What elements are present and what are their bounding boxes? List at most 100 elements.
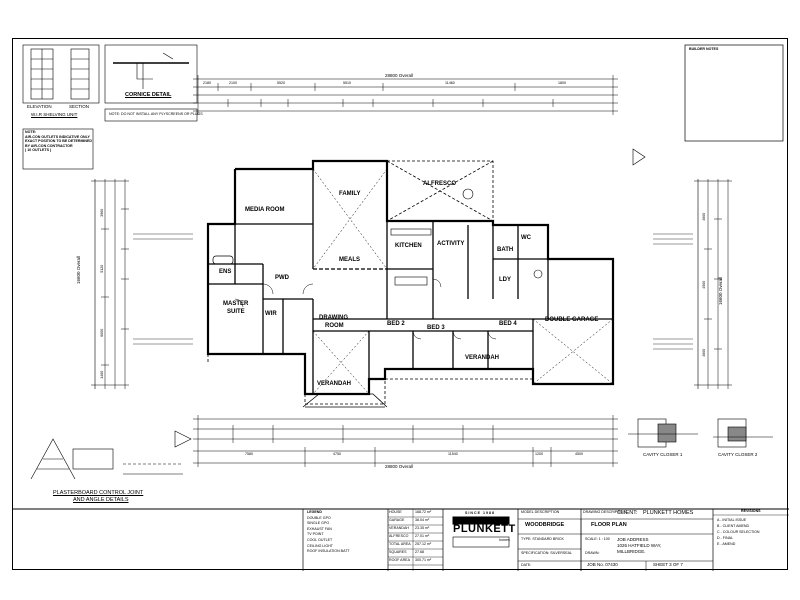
revision-item: A - INITIAL ISSUE xyxy=(717,518,747,522)
type-label: TYPE: STANDARD BRICK xyxy=(521,537,564,541)
room-bath: BATH xyxy=(497,247,514,253)
room-ensuite: ENS xyxy=(219,269,232,275)
area-value: 38.04 m² xyxy=(415,518,430,522)
revision-item: C - COLOUR SELECTION xyxy=(717,530,760,534)
job-address-line-2: MILLBRIDGE. xyxy=(617,549,646,554)
legend: LEGEND DOUBLE GPO SINGLE GPO EXHAUST FAN… xyxy=(307,510,385,554)
model-header: MODEL DESCRIPTION xyxy=(521,510,560,514)
job-address-label: JOB ADDRESS xyxy=(617,537,649,542)
room-bed-4: BED 4 xyxy=(499,321,517,327)
area-label: ROOF AREA xyxy=(389,558,410,562)
cornice-note: NOTE: DO NOT INSTALL ANY PLYSCREENS OR P… xyxy=(109,112,203,116)
right-dimension: 4600 xyxy=(702,348,707,357)
builder-notes-title: BUILDER NOTES xyxy=(689,47,719,51)
revision-item: B - CLIENT AMEND xyxy=(717,524,750,528)
cornice-detail-title: CORNICE DETAIL xyxy=(125,92,172,98)
room-family: FAMILY xyxy=(339,191,361,197)
aircon-note: NOTE: AIR-CON OUTLETS INDICATIVE ONLY EX… xyxy=(25,130,93,153)
date-label: DATE: xyxy=(521,563,532,567)
area-value: 23.35 m² xyxy=(415,526,430,530)
brand-logo-text: PLUNKETT xyxy=(453,523,516,535)
revision-item: D - FINAL xyxy=(717,536,733,540)
legend-item: TV POINT xyxy=(307,532,324,537)
section-label: SECTION xyxy=(69,104,90,109)
top-dimension: 5520 xyxy=(277,81,285,85)
room-double-garage: DOUBLE GARAGE xyxy=(545,317,599,323)
legend-item: SINGLE GPO xyxy=(307,521,330,526)
legend-item: ROOF INSULATION BATT xyxy=(307,549,350,554)
left-dimension: 6000 xyxy=(100,328,105,337)
aircon-note-line: BY AIR-CON CONTRACTOR xyxy=(25,143,73,148)
bottom-dimension: 11540 xyxy=(448,452,458,456)
brand-subtext: homes xyxy=(499,538,510,542)
room-master-suite: MASTER xyxy=(223,301,249,307)
room-master-suite-2: SUITE xyxy=(227,309,245,315)
left-overall-dimension: 16600 Overall xyxy=(76,255,81,284)
top-dimension: 2100 xyxy=(229,81,237,85)
room-powder: PWD xyxy=(275,275,289,281)
legend-item: DOUBLE GPO xyxy=(307,515,331,520)
client-name: PLUNKETT HOMES xyxy=(643,510,694,516)
aircon-note-line: ( 10 OUTLETS ) xyxy=(25,148,52,153)
right-dimension: 4600 xyxy=(702,212,707,221)
room-media-room: MEDIA ROOM xyxy=(245,207,285,213)
wir-shelving-title: W.I.R SHELVING UNIT xyxy=(31,112,78,117)
job-number: JOB No. 07430 xyxy=(587,562,618,567)
job-address-line-1: 1026 HATFIELD WAY, xyxy=(617,543,662,548)
left-dimension: 3960 xyxy=(100,208,105,217)
room-bed-3: BED 3 xyxy=(427,325,445,331)
area-value: 257.12 m² xyxy=(415,542,432,546)
room-wir: WIR xyxy=(265,311,277,317)
revisions-title: REVISIONS xyxy=(741,509,761,513)
control-joint-title: PLASTERBOARD CONTROL JOINT xyxy=(53,490,144,496)
drawing-name: FLOOR PLAN xyxy=(591,522,627,528)
room-drawing: DRAWING xyxy=(319,315,348,321)
revision-item: E - AMEND xyxy=(717,542,736,546)
area-value: 27.01 m² xyxy=(415,534,430,538)
room-drawing-2: ROOM xyxy=(325,323,344,329)
aircon-note-line: NOTE: xyxy=(25,130,37,134)
room-alfresco: ALFRESCO xyxy=(423,181,456,187)
room-verandah-front: VERANDAH xyxy=(317,381,352,387)
bottom-dimension: 4750 xyxy=(333,452,341,456)
top-dimension: 1800 xyxy=(558,81,566,85)
area-label: HOUSE xyxy=(389,510,402,514)
legend-item: EXHAUST FAN xyxy=(307,526,332,531)
elevation-label: ELEVATION xyxy=(27,104,52,109)
area-value: 27.68 xyxy=(415,550,424,554)
client-label: CLIENT: xyxy=(617,510,638,516)
area-label: GARAGE xyxy=(389,518,405,522)
room-kitchen: KITCHEN xyxy=(395,243,422,249)
area-value: 300.71 m² xyxy=(415,558,432,562)
drawing-sheet: ELEVATION SECTION W.I.R SHELVING UNIT CO… xyxy=(12,38,789,571)
model-name: WOODBRIDGE xyxy=(525,522,565,528)
room-laundry: LDY xyxy=(499,277,511,283)
aircon-note-line: AIR-CON OUTLETS INDICATIVE ONLY xyxy=(25,134,90,139)
bottom-dimension: 7580 xyxy=(245,452,253,456)
aircon-note-line: EXACT POSITION TO BE DETERMINED xyxy=(25,139,93,144)
sheet-number: SHEET 3 OF 7 xyxy=(653,562,683,567)
left-dimension: 1460 xyxy=(100,370,105,379)
floor-plan-linework xyxy=(13,44,789,571)
room-meals: MEALS xyxy=(339,257,360,263)
cavity-closer-2-label: CAVITY CLOSER 2 xyxy=(718,452,758,457)
specification-label: SPECIFICATION: SILVERSEAL xyxy=(521,551,572,555)
since-label: SINCE 1988 xyxy=(465,511,495,515)
room-verandah: VERANDAH xyxy=(465,355,500,361)
drawn-label: DRAWN: xyxy=(585,551,600,555)
right-overall-dimension: 16600 Overall xyxy=(718,276,723,305)
cavity-closer-1-label: CAVITY CLOSER 1 xyxy=(643,452,683,457)
room-bed-2: BED 2 xyxy=(387,321,405,327)
area-value: 168.72 m² xyxy=(415,510,432,514)
room-wc: WC xyxy=(521,235,531,241)
top-dimension: 2180 xyxy=(203,81,211,85)
room-activity: ACTIVITY xyxy=(437,241,465,247)
legend-item: COOL OUTLET xyxy=(307,537,333,542)
right-dimension: 4500 xyxy=(702,280,707,289)
area-label: TOTAL AREA xyxy=(389,542,411,546)
top-dimension: 5510 xyxy=(343,81,351,85)
area-label: ALFRESCO xyxy=(389,534,409,538)
area-label: VERANDAH xyxy=(389,526,409,530)
top-dimension: 11460 xyxy=(445,81,455,85)
bottom-dimension: 4500 xyxy=(575,452,583,456)
